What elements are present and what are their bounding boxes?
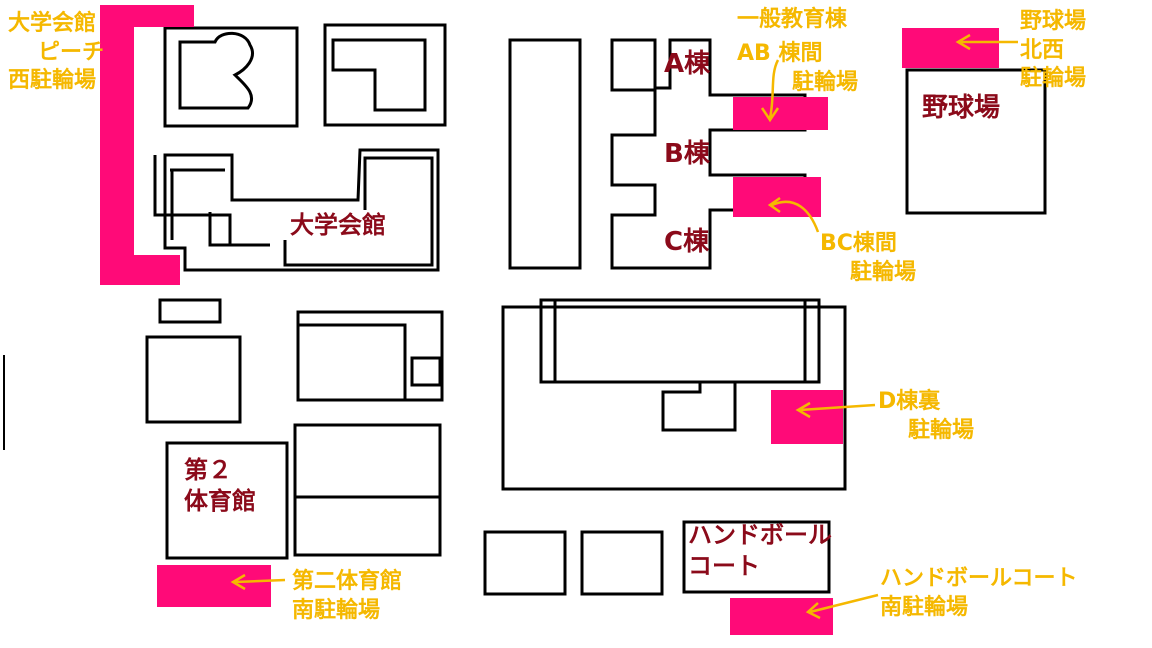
label-c-wing: C棟 — [664, 227, 710, 257]
arrows — [230, 33, 1018, 620]
label-gym2-line1: 第２ — [184, 456, 232, 484]
label-handball-south-line1: ハンドボールコート — [880, 566, 1078, 591]
label-handball-line2: コート — [688, 552, 760, 581]
parking-areas — [100, 5, 999, 635]
d-block-outline — [501, 305, 847, 491]
building-mid — [296, 310, 444, 402]
gym2-outline — [165, 441, 289, 560]
label-ab-line2: 駐輪場 — [792, 69, 859, 95]
arrow-gym2 — [230, 573, 286, 591]
label-baseball-nw-line3: 駐輪場 — [1020, 66, 1087, 92]
label-gym2-south-line2: 南駐輪場 — [292, 597, 381, 623]
label-b-wing: B棟 — [664, 139, 710, 169]
building-nw-2-inner — [331, 38, 427, 112]
label-hall-beach-line1: 大学会館 — [8, 11, 97, 36]
student-hall-outline — [163, 148, 440, 272]
parking-baseball-nw — [902, 28, 999, 68]
handball-court-outline — [682, 520, 831, 594]
label-student-hall: 大学会館 — [290, 211, 386, 239]
building-square — [145, 335, 242, 424]
label-ab-parking: AB 棟間 駐輪場 — [737, 40, 858, 97]
label-baseball-nw-parking: 野球場 北西 駐輪場 — [1020, 8, 1086, 94]
d-block-annex — [661, 380, 737, 432]
building-small-bar — [158, 298, 222, 324]
building-mid-inner — [298, 323, 442, 400]
arrow-bc — [767, 196, 820, 233]
label-handball-line1: ハンドボール — [688, 521, 832, 549]
parking-ab — [733, 97, 828, 130]
label-baseball-nw-line2: 北西 — [1020, 37, 1065, 63]
label-baseball-field: 野球場 — [922, 93, 1001, 123]
label-handball-south-line2: 南駐輪場 — [880, 594, 969, 620]
label-hall-beach-line2: ピーチ — [38, 39, 105, 65]
label-bc-line2: 駐輪場 — [850, 259, 917, 285]
building-lower-mid — [293, 423, 442, 557]
label-bc-line1: BC棟間 — [820, 231, 897, 256]
label-baseball-nw-line1: 野球場 — [1020, 9, 1087, 34]
building-bottom-1 — [483, 530, 567, 596]
label-hall-beach-line3: 西駐輪場 — [8, 68, 97, 94]
label-bc-parking: BC棟間 駐輪場 — [820, 230, 916, 287]
label-ab-line1: AB 棟間 — [737, 41, 823, 66]
building-nw-1-inner — [178, 31, 254, 110]
label-d-back-parking: D棟裏 駐輪場 — [878, 388, 974, 445]
arrow-handball — [805, 593, 879, 620]
arrow-d-back — [795, 401, 876, 419]
baseball-field-outline — [905, 68, 1047, 215]
building-nw-2 — [323, 23, 447, 127]
building-nw-1 — [163, 26, 299, 128]
label-handball-court: ハンドボール コート — [688, 520, 832, 582]
label-handball-south-parking: ハンドボールコート 南駐輪場 — [880, 565, 1078, 622]
parking-d-back — [771, 390, 843, 444]
label-d-back-line1: D棟裏 — [878, 389, 941, 414]
label-hall-beach-parking: 大学会館 ピーチ 西駐輪場 — [8, 10, 128, 96]
label-d-back-line2: 駐輪場 — [908, 417, 975, 443]
parking-hall-beach-bottom — [100, 255, 180, 285]
label-gym2-south-parking: 第二体育館 南駐輪場 — [292, 568, 402, 625]
parking-hall-beach-vertical — [100, 5, 134, 285]
arrow-ab — [760, 59, 780, 123]
arrow-baseball — [955, 33, 1018, 51]
student-hall-inner — [153, 155, 434, 267]
label-gym2-line2: 体育館 — [184, 487, 256, 516]
label-a-wing: A棟 — [664, 49, 711, 79]
parking-gym2-south — [157, 565, 271, 607]
building-tall — [508, 38, 582, 270]
label-gym2-south-line1: 第二体育館 — [292, 569, 403, 594]
label-general-ed: 一般教育棟 — [737, 7, 848, 32]
building-bottom-2 — [580, 530, 664, 596]
label-gym2: 第２ 体育館 — [184, 455, 256, 517]
d-block-inner — [539, 298, 821, 384]
